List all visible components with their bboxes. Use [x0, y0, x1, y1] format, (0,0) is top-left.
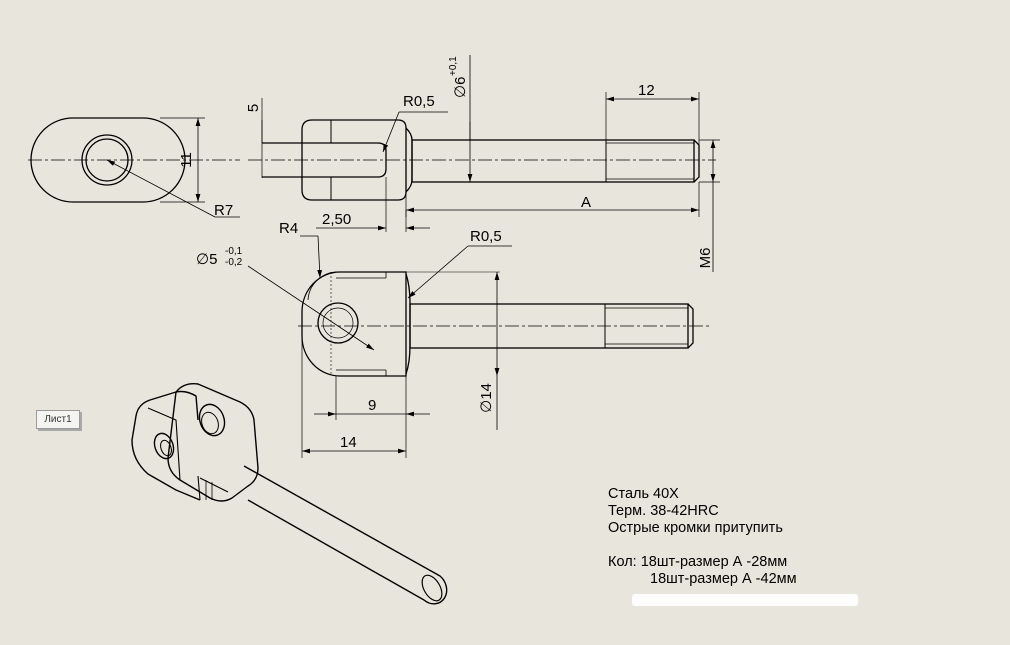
note-edges: Острые кромки притупить — [608, 520, 783, 536]
dim-14: 14 — [340, 434, 357, 451]
top-view-head — [301, 119, 407, 201]
iso-head — [167, 382, 259, 502]
front-view — [247, 235, 712, 458]
dim-dia5: ∅5 -0,1 -0,2 — [196, 246, 243, 268]
dim-r05-mid: R0,5 — [470, 228, 502, 245]
dim-r4: R4 — [279, 220, 298, 237]
dim-5: 5 — [245, 104, 262, 112]
sheet-tab[interactable]: Лист1 — [36, 410, 80, 429]
dim-dia6: ∅6 +0,1 — [448, 56, 469, 98]
iso-shaft — [243, 465, 448, 605]
technical-notes: Сталь 40Х Терм. 38-42HRC Острые кромки п… — [608, 486, 797, 588]
front-view-hole — [317, 302, 359, 344]
note-heat-treatment: Терм. 38-42HRC — [608, 503, 719, 519]
svg-text:∅14: ∅14 — [478, 383, 495, 413]
note-quantity-1: Кол: 18шт-размер А -28мм — [608, 554, 788, 570]
top-view-shaft — [411, 139, 695, 183]
dim-dia5-tol-upper: -0,1 — [225, 246, 243, 257]
dim-dia6-tol: +0,1 — [448, 56, 459, 76]
dim-r05-top: R0,5 — [403, 93, 435, 110]
dim-9: 9 — [368, 397, 376, 414]
dim-11: 11 — [178, 152, 195, 168]
isometric-view — [131, 382, 448, 605]
whiteout-bar — [632, 594, 858, 606]
dim-dia14: ∅14 — [478, 383, 495, 413]
end-view-outline — [30, 117, 186, 203]
dim-dia5-tol-lower: -0,2 — [225, 257, 243, 268]
dim-12: 12 — [638, 82, 655, 99]
iso-hole-back — [153, 432, 175, 460]
end-view — [28, 117, 240, 218]
note-quantity-2: 18шт-размер А -42мм — [650, 571, 797, 587]
top-view — [248, 55, 720, 272]
note-material: Сталь 40Х — [608, 486, 679, 502]
iso-hole-front — [198, 403, 226, 437]
svg-text:∅5: ∅5 — [196, 251, 217, 268]
svg-text:∅6: ∅6 — [452, 77, 469, 98]
dim-a: A — [581, 194, 591, 211]
dim-r7: R7 — [214, 202, 233, 219]
dim-m6: M6 — [697, 248, 714, 269]
dim-250: 2,50 — [322, 211, 351, 228]
